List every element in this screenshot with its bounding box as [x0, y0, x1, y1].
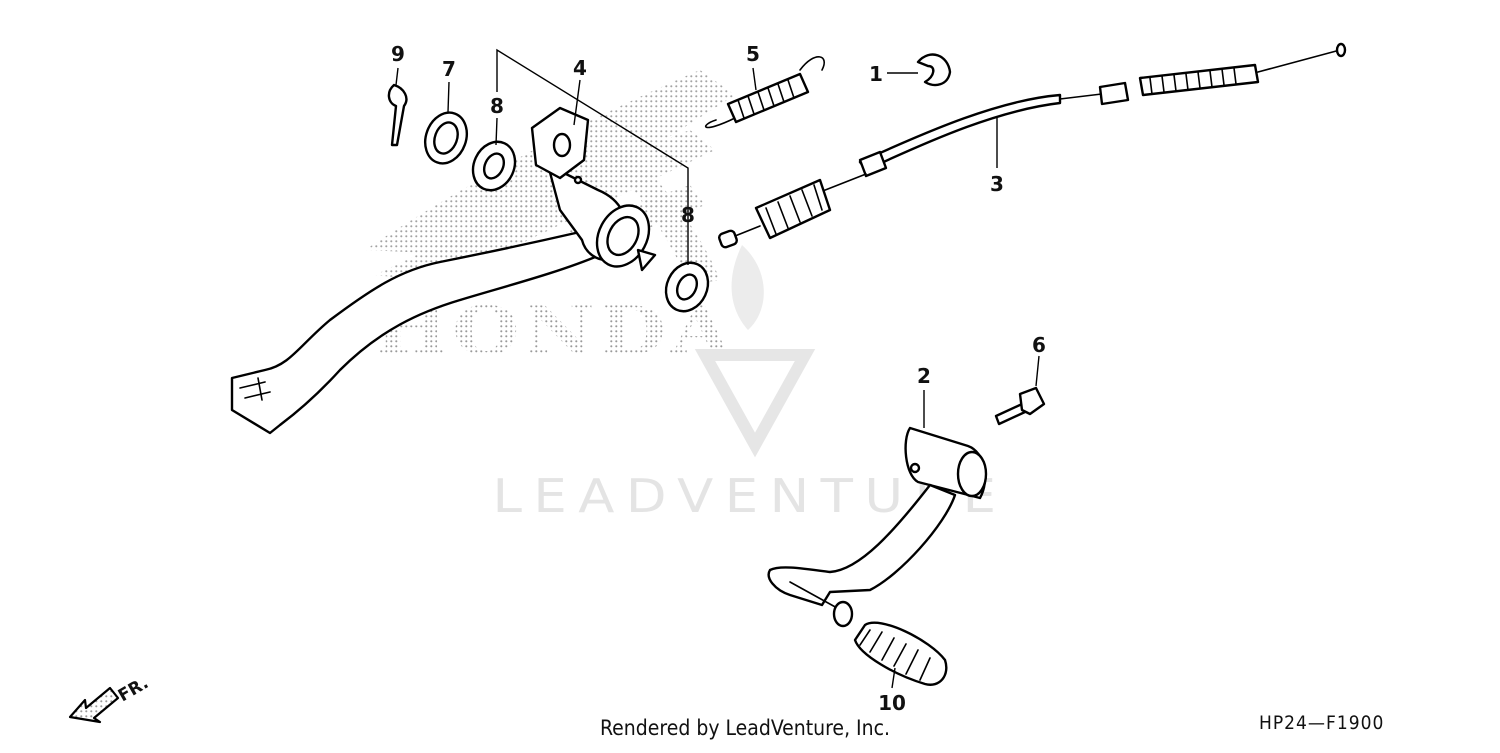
flange-bolt — [994, 386, 1046, 426]
callout-8-lower: 8 — [681, 203, 695, 227]
credit-text: Rendered by LeadVenture, Inc. — [600, 716, 890, 740]
callout-2: 2 — [917, 364, 931, 388]
callout-7: 7 — [442, 57, 456, 81]
front-arrow-icon: FR. — [68, 673, 152, 724]
cotter-pin — [387, 83, 408, 147]
leadventure-logo-watermark — [694, 245, 816, 458]
change-pedal — [767, 426, 988, 686]
callout-1: 1 — [869, 62, 883, 86]
oil-seal-upper — [471, 140, 517, 192]
callout-5: 5 — [746, 42, 760, 66]
leader-lines — [395, 48, 1040, 689]
return-spring — [705, 56, 825, 129]
brake-pedal — [230, 106, 657, 435]
callout-4: 4 — [573, 56, 587, 80]
oil-seal-lower — [664, 261, 710, 313]
callout-8-upper: 8 — [490, 94, 504, 118]
callouts: 1 2 3 4 5 6 7 8 8 9 10 — [391, 42, 1046, 715]
callout-3: 3 — [990, 172, 1004, 196]
cable-clip — [916, 53, 952, 87]
callout-6: 6 — [1032, 333, 1046, 357]
callout-10: 10 — [878, 691, 906, 715]
washer — [424, 111, 468, 165]
front-label: FR. — [115, 673, 152, 706]
diagram-code: HP24—F1900 — [1259, 712, 1385, 734]
callout-9: 9 — [391, 42, 405, 66]
brake-cable — [718, 42, 1347, 249]
